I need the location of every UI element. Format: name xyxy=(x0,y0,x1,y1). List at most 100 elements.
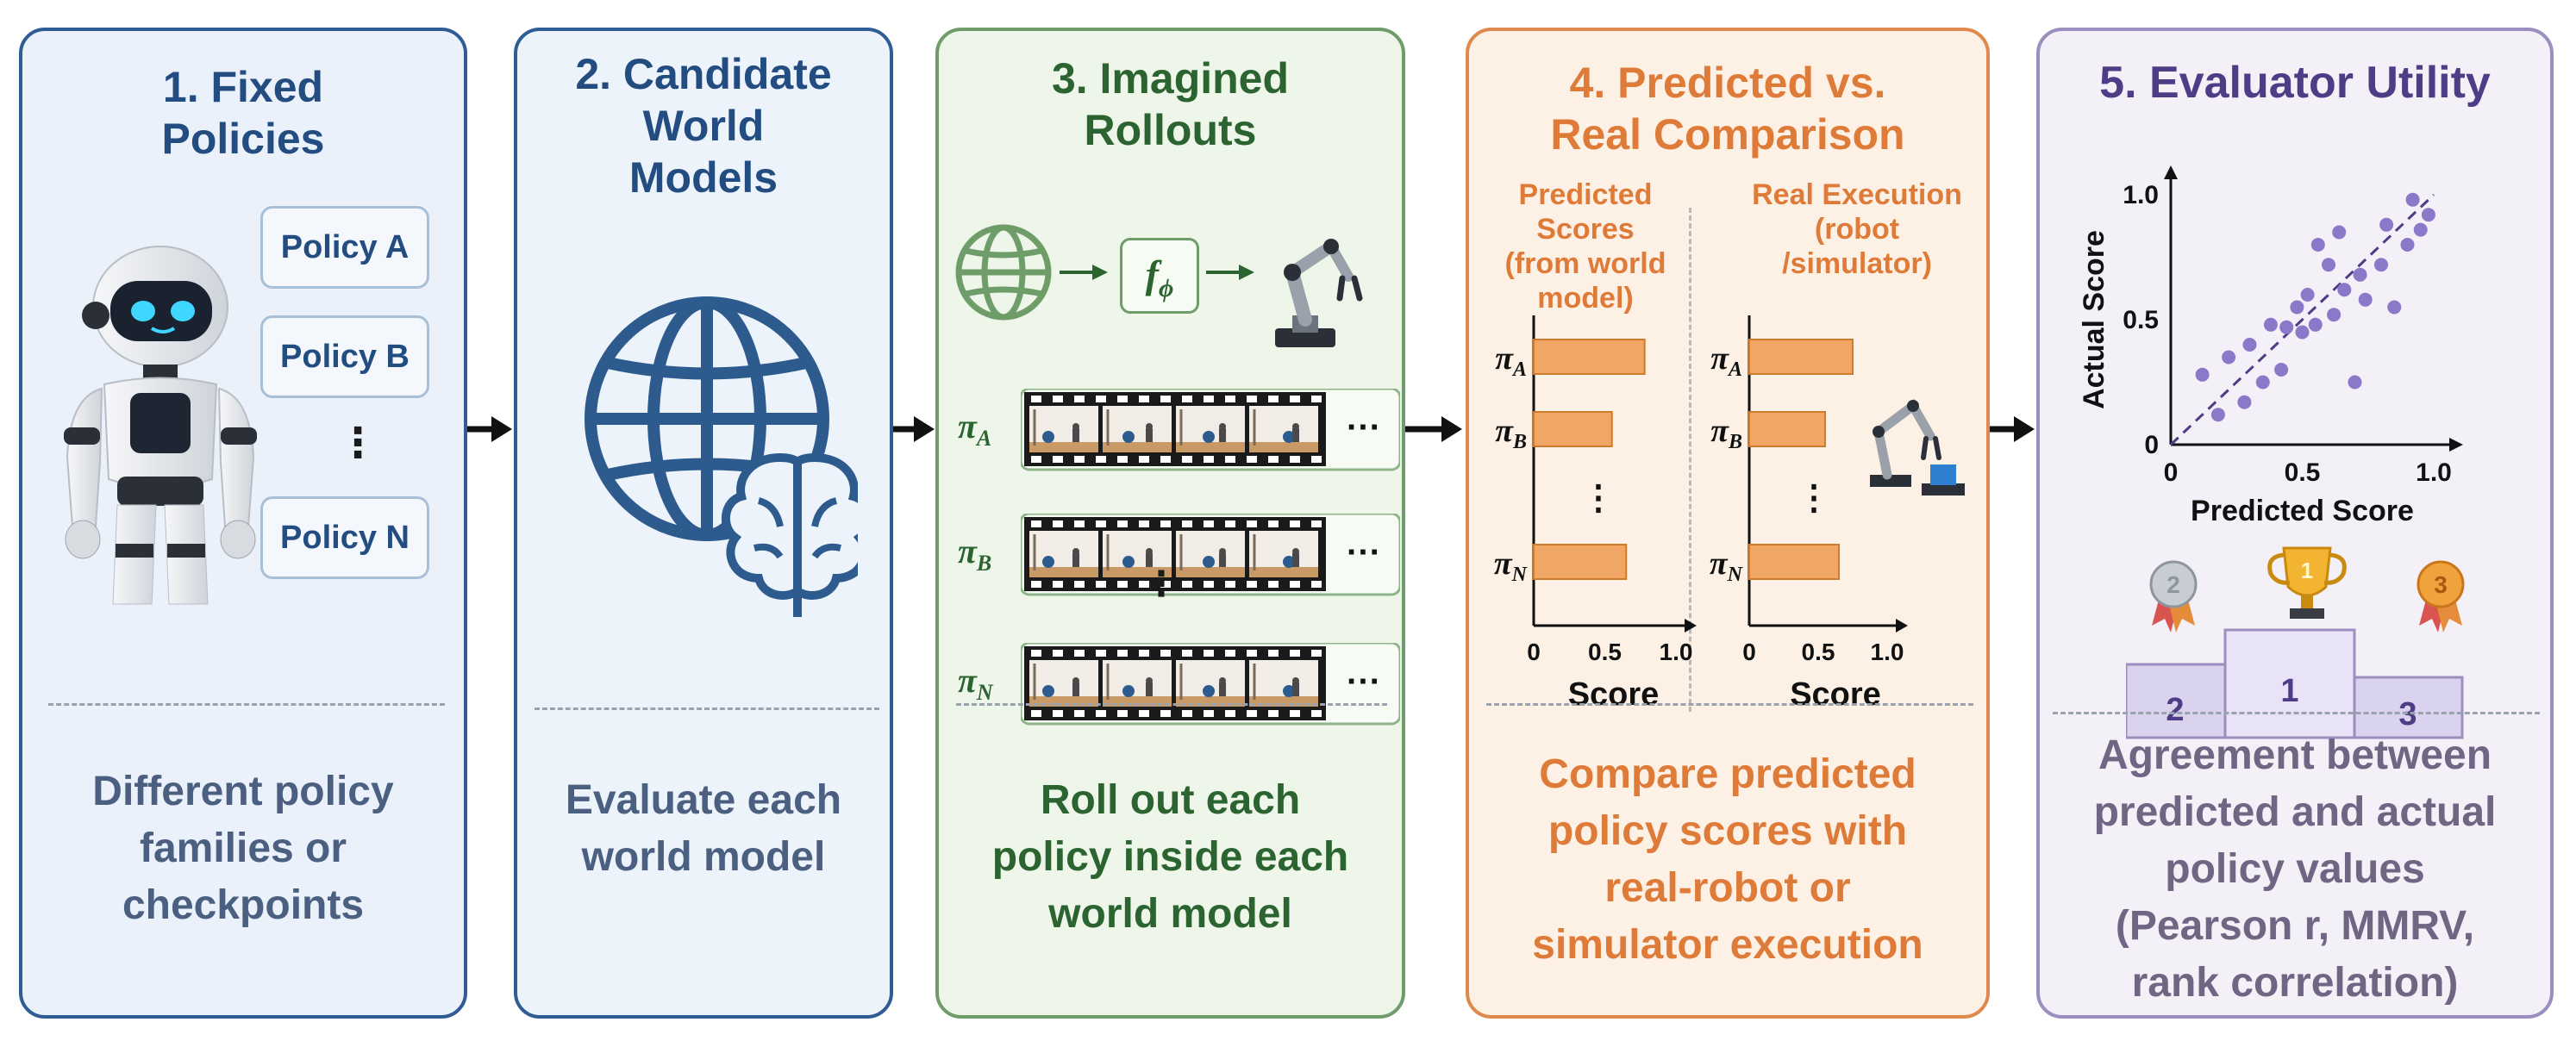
scatter-point xyxy=(2255,375,2270,390)
scatter-point xyxy=(2348,375,2362,390)
x-tick-label: 1.0 xyxy=(1871,639,1904,665)
trophy-icon: 1 xyxy=(2267,546,2347,619)
panel-3-description: Roll out each policy inside each world m… xyxy=(991,777,1349,937)
predicted-bar-b xyxy=(1533,411,1613,447)
x-axis-label: Score xyxy=(1568,676,1660,713)
arrow-right-icon xyxy=(1206,265,1254,280)
real-bar-n xyxy=(1748,544,1840,580)
y-tick-label: 1.0 xyxy=(2123,181,2159,209)
policy-pi-label: πB xyxy=(958,532,992,576)
policy-b-box: Policy B xyxy=(260,315,429,398)
function-label: f xyxy=(1145,252,1159,296)
scatter-point xyxy=(2327,308,2342,322)
x-tick-label: 0 xyxy=(1527,639,1541,665)
policy-pi-label: πB xyxy=(1710,413,1742,453)
divider xyxy=(1486,703,1973,706)
x-tick-label: 0.5 xyxy=(2285,458,2321,487)
svg-text:1: 1 xyxy=(2280,673,2298,709)
svg-text:1: 1 xyxy=(2301,558,2313,583)
arrow-right-icon xyxy=(1405,416,1462,442)
panel-3-title: 3. Imagined Rollouts xyxy=(1051,54,1290,154)
silver-medal-icon: 2 xyxy=(2149,560,2198,633)
identity-line xyxy=(2169,193,2435,446)
robot-arm-icon xyxy=(1275,239,1363,347)
panel-fixed-policies: 1. Fixed Policies Policy A xyxy=(19,28,467,1019)
world-model-function-box: fϕ xyxy=(1120,238,1199,314)
x-tick-label: 0.5 xyxy=(1802,639,1835,665)
scatter-point xyxy=(2222,350,2236,365)
scatter-point xyxy=(2353,267,2367,282)
panel-imagined-rollouts: 3. Imagined Rollouts fϕ πA···πB···πN··· … xyxy=(935,28,1405,1019)
x-tick-label: 0.5 xyxy=(1588,639,1622,665)
panel-5-description: Agreement between predicted and actual p… xyxy=(2093,732,2497,1006)
policy-pi-label: πA xyxy=(1710,340,1742,381)
scatter-point xyxy=(2358,292,2373,307)
policy-pi-label: πA xyxy=(958,407,992,451)
scatter-point xyxy=(2400,238,2415,252)
arrow-right-icon xyxy=(893,416,935,442)
scatter-point xyxy=(2413,222,2428,237)
policy-pi-label: πN xyxy=(958,661,993,705)
y-tick-label: 0 xyxy=(2144,431,2159,459)
more-frames-ellipsis: ··· xyxy=(1347,408,1381,446)
y-axis-label: Actual Score xyxy=(2078,230,2110,409)
x-axis-label: Predicted Score xyxy=(2191,495,2414,527)
globe-icon xyxy=(955,224,1052,321)
podium-icon: 1 2 3 2 1 3 xyxy=(2126,546,2465,739)
bronze-medal-icon: 3 xyxy=(2417,560,2465,633)
divider xyxy=(535,707,879,710)
more-frames-ellipsis: ··· xyxy=(1347,533,1381,571)
x-tick-label: 1.0 xyxy=(1660,639,1693,665)
scatter-point xyxy=(2263,317,2278,332)
scatter-point xyxy=(2374,258,2388,272)
policy-a-box: Policy A xyxy=(260,206,429,289)
panel-1-description: Different policy families or checkpoints xyxy=(92,769,394,928)
scatter-point xyxy=(2295,325,2310,340)
film-strip: ··· xyxy=(1021,514,1400,596)
robot-icon xyxy=(64,246,257,605)
policy-ellipsis: ⋮ xyxy=(1797,479,1831,517)
panel-candidate-world-models: 2. Candidate World Models Evaluate each … xyxy=(514,28,893,1019)
scatter-point xyxy=(2387,300,2402,315)
policy-ellipsis: ⋮ xyxy=(1581,479,1616,517)
divider xyxy=(1689,208,1691,712)
function-subscript: ϕ xyxy=(1158,274,1174,302)
predicted-bar-n xyxy=(1533,544,1628,580)
policy-ellipsis: ⋮ xyxy=(337,421,378,466)
scatter-point xyxy=(2332,225,2347,240)
scatter-point xyxy=(2274,363,2289,377)
panel-4-description: Compare predicted policy scores with rea… xyxy=(1532,751,1923,968)
arrow-right-icon xyxy=(1990,416,2035,442)
scatter-point xyxy=(2405,192,2420,207)
more-frames-ellipsis: ··· xyxy=(1347,663,1381,701)
panel-2-description: Evaluate each world model xyxy=(565,777,842,880)
arrow-right-icon xyxy=(1060,265,1108,280)
scatter-point xyxy=(2242,338,2257,352)
scatter-point xyxy=(2308,317,2323,332)
panel-1-title: 1. Fixed Policies xyxy=(161,63,325,163)
policy-pi-label: πN xyxy=(1710,545,1744,586)
x-tick-label: 0 xyxy=(1742,639,1756,665)
predicted-bar-a xyxy=(1533,339,1646,375)
svg-text:2: 2 xyxy=(2166,692,2184,728)
real-execution-label: Real Execution (robot /simulator) xyxy=(1752,178,1962,280)
divider xyxy=(48,703,445,706)
policy-pi-label: πA xyxy=(1495,340,1527,381)
scatter-point xyxy=(2421,208,2435,222)
svg-text:3: 3 xyxy=(2434,571,2448,598)
scatter-point xyxy=(2379,217,2394,232)
scatter-point xyxy=(2300,288,2315,302)
arrow-right-icon xyxy=(467,416,512,442)
x-tick-label: 0 xyxy=(2164,458,2179,487)
policy-pi-label: πB xyxy=(1495,413,1527,453)
rollout-ellipsis: ⋮ xyxy=(1144,565,1179,603)
globe-brain-icon xyxy=(585,296,858,617)
scatter-point xyxy=(2195,367,2210,382)
scatter-point xyxy=(2210,408,2225,422)
film-strip: ··· xyxy=(1021,389,1400,471)
panel-5-title: 5. Evaluator Utility xyxy=(2099,58,2491,108)
svg-text:3: 3 xyxy=(2398,696,2417,732)
robot-arm-icon xyxy=(1870,398,1965,495)
x-tick-label: 1.0 xyxy=(2416,458,2452,487)
panel-4-title: 4. Predicted vs. Real Comparison xyxy=(1550,59,1905,159)
